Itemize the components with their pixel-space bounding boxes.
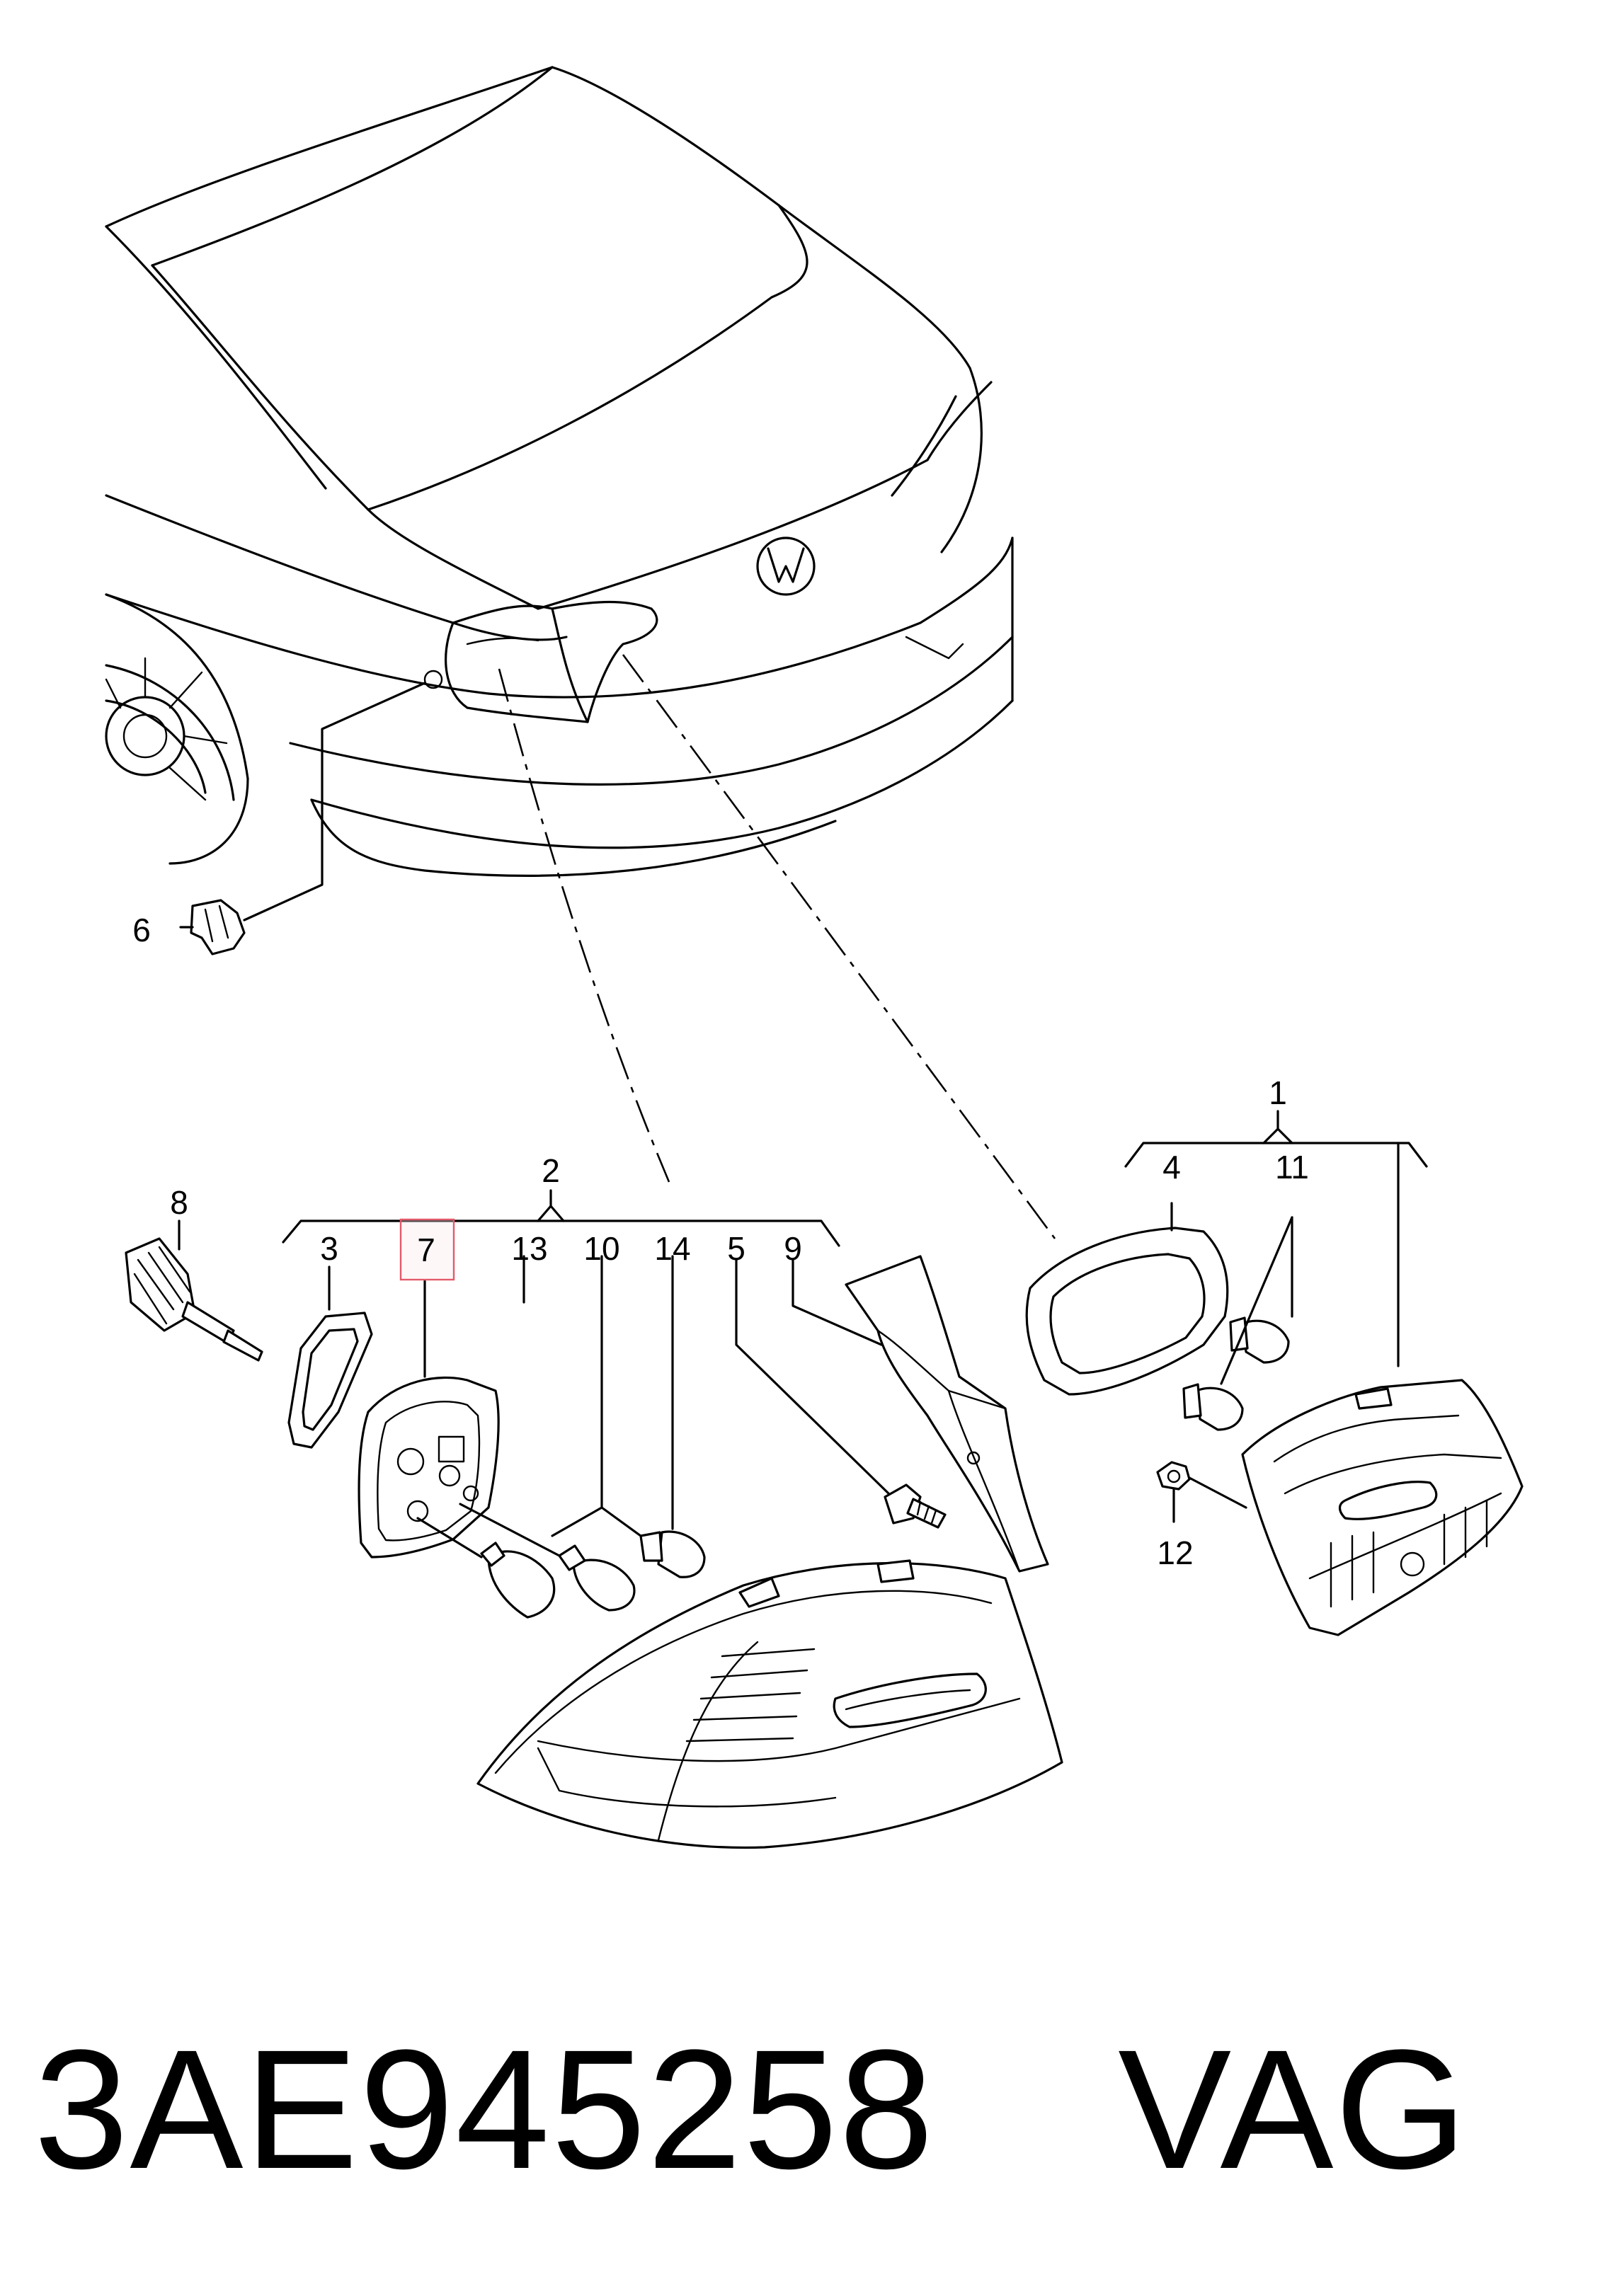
- car-body-drawing: [105, 66, 1014, 922]
- bulb-part-13: [416, 1255, 556, 1619]
- clip-part-6: [179, 899, 246, 955]
- callout-9: 9: [784, 1230, 802, 1267]
- callout-2: 2: [542, 1152, 560, 1189]
- bracket-group-2: [282, 1189, 840, 1247]
- nut-part-12: [1156, 1461, 1247, 1523]
- callout-11: 11: [1275, 1149, 1309, 1186]
- callout-5: 5: [727, 1230, 745, 1267]
- bracket-part-9: [792, 1255, 1049, 1573]
- callout-8: 8: [170, 1184, 188, 1221]
- callout-labels: 1 2 3 4 5 6 7 8 9 10 11 12 13 14: [132, 912, 1309, 1571]
- screw-part-5: [735, 1258, 947, 1529]
- callout-6: 6: [132, 912, 151, 948]
- bulbs-part-11: [1182, 1216, 1293, 1431]
- part-number: 3AE945258: [34, 2014, 935, 2204]
- callout-13: 13: [511, 1230, 547, 1267]
- callout-7: 7: [417, 1232, 435, 1268]
- inner-tail-light-part-1: [1241, 1379, 1524, 1636]
- bulb-holder-part-8: [125, 1219, 263, 1362]
- bracket-group-1: [1124, 1110, 1428, 1367]
- gasket-part-4: [1025, 1202, 1229, 1396]
- highlight-box-part-7: [399, 1218, 455, 1281]
- gasket-part-3: [287, 1265, 373, 1449]
- callout-3: 3: [320, 1230, 338, 1267]
- bulb-carrier-part-7: [358, 1280, 500, 1559]
- part-caption: 3AE945258 VAG: [34, 2017, 1563, 2201]
- callout-4: 4: [1162, 1149, 1181, 1186]
- assembly-guide-lines: [498, 654, 1056, 1239]
- bulb-part-14: [600, 1255, 706, 1578]
- outer-tail-light-part-2: [476, 1559, 1063, 1849]
- brand-name: VAG: [1118, 2014, 1469, 2204]
- callout-10: 10: [583, 1230, 619, 1267]
- callout-1: 1: [1269, 1074, 1287, 1111]
- callout-14: 14: [654, 1230, 690, 1267]
- callout-12: 12: [1157, 1534, 1193, 1571]
